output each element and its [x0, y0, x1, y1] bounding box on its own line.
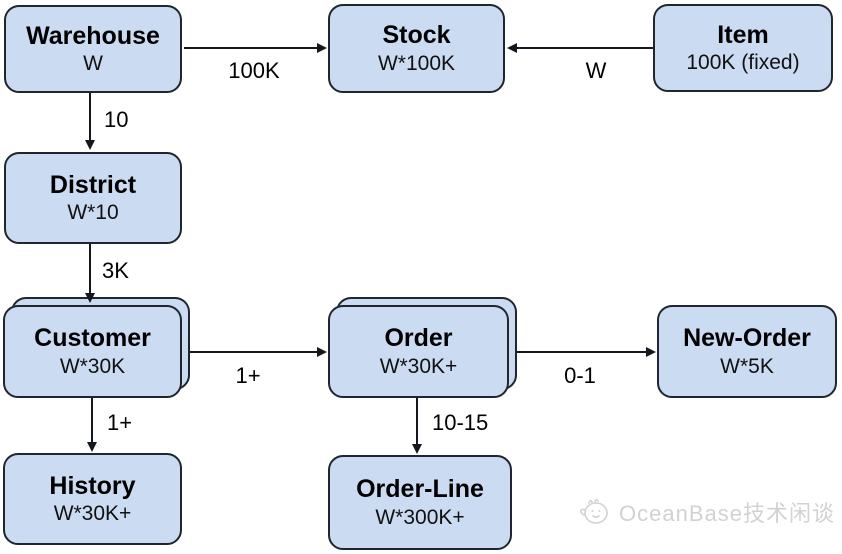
entity-customer-cardinality: W*30K [59, 354, 126, 378]
edge-warehouse-stock-line [184, 47, 318, 49]
entity-history-cardinality: W*30K+ [53, 502, 132, 526]
entity-district: District W*10 [4, 152, 182, 244]
edge-order-orderline-label: 10-15 [432, 410, 489, 435]
entity-warehouse: Warehouse W [4, 5, 182, 93]
edge-order-orderline-line [416, 398, 418, 445]
edge-item-stock-line [517, 47, 653, 49]
entity-customer-name: Customer [34, 324, 151, 353]
mascot-face-icon [576, 496, 612, 528]
edge-warehouse-district-arrowhead [85, 140, 95, 150]
entity-order-line: Order-Line W*300K+ [328, 455, 512, 550]
edge-order-neworder-arrowhead [646, 347, 656, 357]
entity-item-cardinality: 100K (fixed) [686, 51, 800, 75]
entity-history: History W*30K+ [3, 453, 182, 545]
entity-order-cardinality: W*30K+ [379, 354, 458, 378]
entity-new-order: New-Order W*5K [657, 305, 837, 398]
edge-customer-order-line [190, 351, 318, 353]
edge-customer-order-label: 1+ [235, 363, 261, 388]
edge-customer-history-label: 1+ [107, 410, 133, 435]
entity-item-name: Item [717, 20, 769, 49]
entity-warehouse-cardinality: W [83, 52, 103, 76]
edge-warehouse-district-label: 10 [104, 107, 129, 132]
entity-order: Order W*30K+ [328, 297, 517, 398]
watermark: OceanBase技术闲谈 [576, 496, 835, 528]
edge-item-stock-arrowhead [507, 43, 517, 53]
entity-district-name: District [49, 170, 137, 199]
entity-order-name: Order [384, 324, 453, 353]
edge-order-orderline-arrowhead [412, 444, 422, 454]
edge-customer-history-line [91, 398, 93, 443]
edge-item-stock-label: W [585, 58, 607, 83]
entity-stock: Stock W*100K [328, 4, 505, 93]
entity-customer: Customer W*30K [3, 297, 190, 398]
edge-warehouse-district-line [89, 93, 91, 141]
entity-order-line-name: Order-Line [356, 475, 484, 504]
edge-warehouse-stock-arrowhead [317, 43, 327, 53]
entity-warehouse-name: Warehouse [26, 21, 160, 50]
entity-district-cardinality: W*10 [67, 201, 119, 225]
watermark-text: OceanBase技术闲谈 [619, 501, 835, 526]
edge-order-neworder-line [517, 351, 647, 353]
entity-stock-cardinality: W*100K [377, 51, 456, 75]
edge-customer-history-arrowhead [87, 442, 97, 452]
edge-district-customer-arrowhead [85, 293, 95, 303]
entity-order-line-cardinality: W*300K+ [375, 505, 465, 529]
entity-new-order-cardinality: W*5K [720, 354, 774, 378]
entity-item: Item 100K (fixed) [653, 4, 833, 92]
entity-history-name: History [49, 471, 136, 500]
edge-order-neworder-label: 0-1 [564, 363, 596, 388]
edge-district-customer-line [89, 244, 91, 294]
entity-new-order-name: New-Order [683, 324, 811, 353]
entity-stock-name: Stock [382, 21, 451, 50]
edge-warehouse-stock-label: 100K [228, 58, 280, 83]
edge-district-customer-label: 3K [102, 258, 129, 283]
edge-customer-order-arrowhead [317, 347, 327, 357]
